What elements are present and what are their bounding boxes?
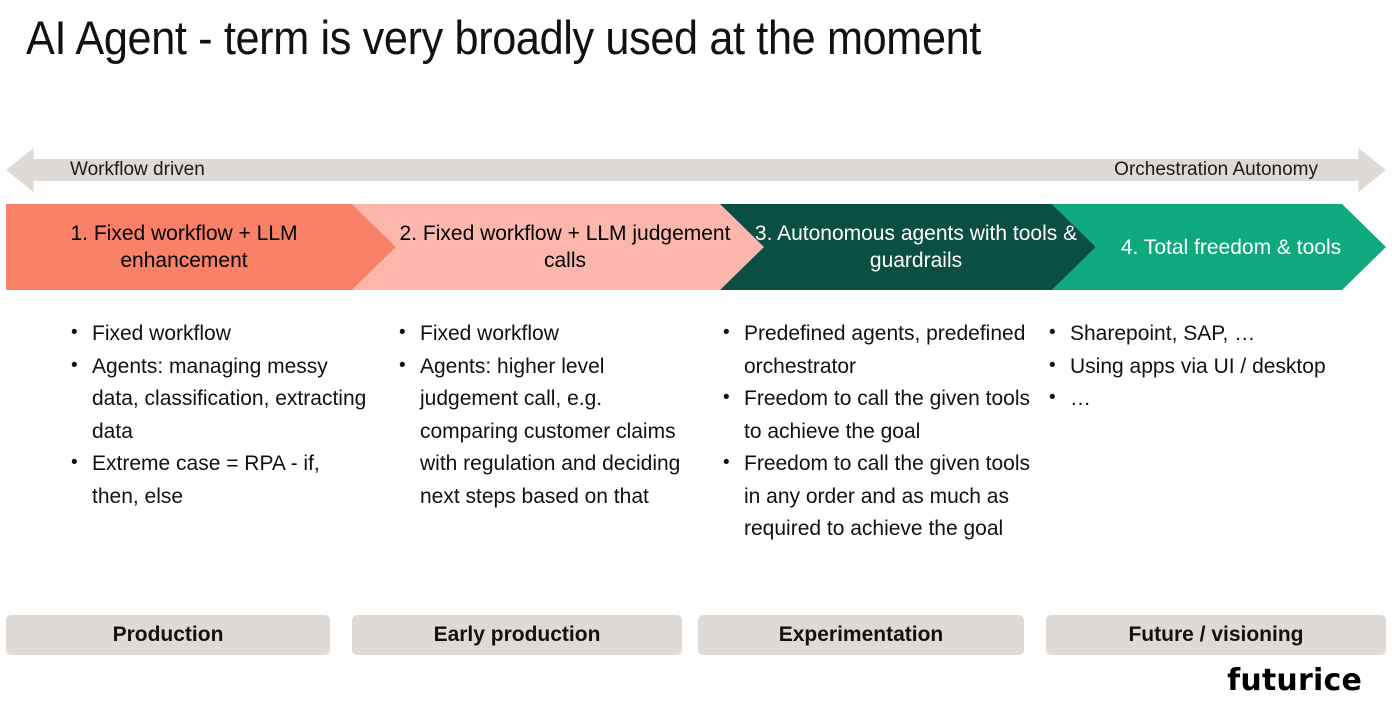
stage-chevron-3-label: 3. Autonomous agents with tools & guardr…: [754, 222, 1078, 272]
maturity-badge-1: Production: [6, 615, 330, 655]
list-item: Extreme case = RPA - if, then, else: [68, 447, 368, 513]
stage-chevron-2[interactable]: 2. Fixed workflow + LLM judgement calls: [352, 204, 764, 290]
spectrum-arrow: Workflow driven Orchestration Autonomy: [6, 148, 1386, 192]
stage-4-bullet-list: Sharepoint, SAP, … Using apps via UI / d…: [1046, 317, 1346, 416]
page-title: AI Agent - term is very broadly used at …: [26, 11, 981, 64]
maturity-row: Production Early production Experimentat…: [6, 615, 1386, 655]
spectrum-left-label: Workflow driven: [70, 159, 205, 180]
list-item: Agents: higher level judgement call, e.g…: [396, 350, 696, 514]
stage-column-3: Predefined agents, predefined orchestrat…: [720, 317, 1030, 546]
stage-2-bullet-list: Fixed workflow Agents: higher level judg…: [396, 317, 696, 514]
futurice-logo: futurice: [1227, 663, 1362, 698]
stage-3-bullet-list: Predefined agents, predefined orchestrat…: [720, 317, 1030, 546]
list-item: Predefined agents, predefined orchestrat…: [720, 317, 1030, 383]
stage-chevron-2-label: 2. Fixed workflow + LLM judgement calls: [399, 222, 731, 272]
maturity-badge-4: Future / visioning: [1046, 615, 1386, 655]
list-item: Fixed workflow: [396, 317, 696, 351]
stage-column-4: Sharepoint, SAP, … Using apps via UI / d…: [1046, 317, 1346, 416]
stage-chevron-band: 1. Fixed workflow + LLM enhancement 2. F…: [6, 204, 1386, 290]
maturity-badge-3: Experimentation: [698, 615, 1024, 655]
list-item: Freedom to call the given tools to achie…: [720, 382, 1030, 448]
maturity-badge-2: Early production: [352, 615, 682, 655]
stage-chevron-1-label: 1. Fixed workflow + LLM enhancement: [70, 222, 298, 272]
stage-1-bullet-list: Fixed workflow Agents: managing messy da…: [68, 317, 368, 513]
stage-chevron-4[interactable]: 4. Total freedom & tools: [1052, 204, 1386, 290]
stage-column-2: Fixed workflow Agents: higher level judg…: [396, 317, 696, 514]
stage-chevron-3[interactable]: 3. Autonomous agents with tools & guardr…: [720, 204, 1096, 290]
stage-details-columns: Fixed workflow Agents: managing messy da…: [6, 317, 1386, 598]
list-item: Freedom to call the given tools in any o…: [720, 447, 1030, 546]
stage-chevron-1[interactable]: 1. Fixed workflow + LLM enhancement: [6, 204, 396, 290]
list-item: …: [1046, 382, 1346, 416]
spectrum-right-label: Orchestration Autonomy: [1114, 159, 1318, 180]
list-item: Fixed workflow: [68, 317, 368, 351]
stage-chevron-4-label: 4. Total freedom & tools: [1120, 235, 1342, 259]
list-item: Sharepoint, SAP, …: [1046, 317, 1346, 351]
list-item: Agents: managing messy data, classificat…: [68, 350, 368, 449]
list-item: Using apps via UI / desktop: [1046, 350, 1346, 384]
stage-column-1: Fixed workflow Agents: managing messy da…: [68, 317, 368, 513]
